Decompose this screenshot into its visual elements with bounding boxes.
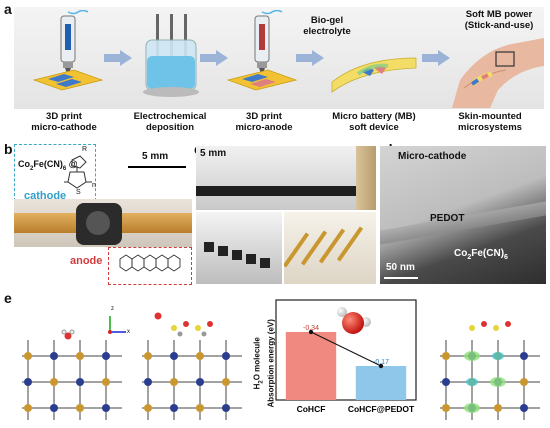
step-label-1: 3D print micro-cathode: [18, 111, 110, 133]
device-photo: [14, 199, 192, 247]
biogel-label: Bio-gel electrolyte: [290, 15, 364, 37]
printer-anode-illustration: [222, 10, 300, 102]
biogel-line1: Bio-gel: [311, 15, 343, 26]
tem-scale-text: 50 nm: [386, 262, 415, 273]
step-label-5: Skin-mounted microsystems: [440, 111, 540, 133]
process-arrow-3: [296, 50, 324, 66]
panel-a-letter: a: [4, 1, 12, 17]
strip-devices-photo: [284, 212, 376, 284]
panel-b-scale-text: 5 mm: [142, 151, 168, 162]
soft-micro-battery-illustration: [328, 48, 420, 100]
chart-category-label-1: CoHCF@PEDOT: [348, 404, 415, 414]
chart-point-1: [379, 364, 383, 368]
water-molecule-icon: [336, 306, 372, 342]
softmb-line2: (Stick-and-use): [465, 20, 534, 31]
softmb-line1: Soft MB power: [466, 9, 533, 20]
anode-molecule-icon: [112, 249, 188, 281]
chart-bar-1: [356, 366, 406, 400]
pedot-n-label: n: [92, 182, 96, 189]
pedot-s-label: S: [76, 189, 81, 196]
tem-title: Micro-cathode: [398, 151, 466, 162]
panel-b-scale-bar: [128, 166, 186, 168]
soft-mb-power-label: Soft MB power (Stick-and-use): [454, 9, 544, 31]
panel-e-letter: e: [4, 290, 12, 306]
axis-x-label: x: [127, 329, 130, 335]
chart-category-label-0: CoHCF: [297, 404, 326, 414]
lattice-structure-2: [134, 296, 250, 424]
tem-cofe-label: Co2Fe(CN)6: [454, 248, 508, 261]
process-arrow-4: [422, 50, 450, 66]
step-label-3: 3D print micro-anode: [218, 111, 310, 133]
printer-cathode-illustration: [28, 10, 106, 102]
lattice-structure-3: [432, 296, 548, 424]
electrochemical-cell-illustration: [136, 12, 206, 102]
axis-z-label: z: [111, 306, 114, 312]
angled-array-photo: [196, 212, 282, 284]
tem-pedot-label: PEDOT: [430, 213, 464, 224]
pedot-r-label: R: [82, 146, 87, 153]
tem-scale-bar: [384, 277, 418, 279]
chart-y-axis-label: H2O molecule Absorption energy (eV): [253, 303, 276, 423]
step-label-4: Micro battery (MB) soft device: [318, 111, 430, 133]
anode-label: anode: [70, 255, 102, 267]
panel-c-scale-text: 5 mm: [200, 148, 226, 159]
skin-mounted-arm-illustration: [452, 30, 544, 108]
process-arrow-1: [104, 50, 132, 66]
chart-point-0: [309, 330, 313, 334]
biogel-line2: electrolyte: [303, 26, 351, 37]
step-label-2: Electrochemical deposition: [118, 111, 222, 133]
chart-bar-0: [286, 332, 336, 400]
